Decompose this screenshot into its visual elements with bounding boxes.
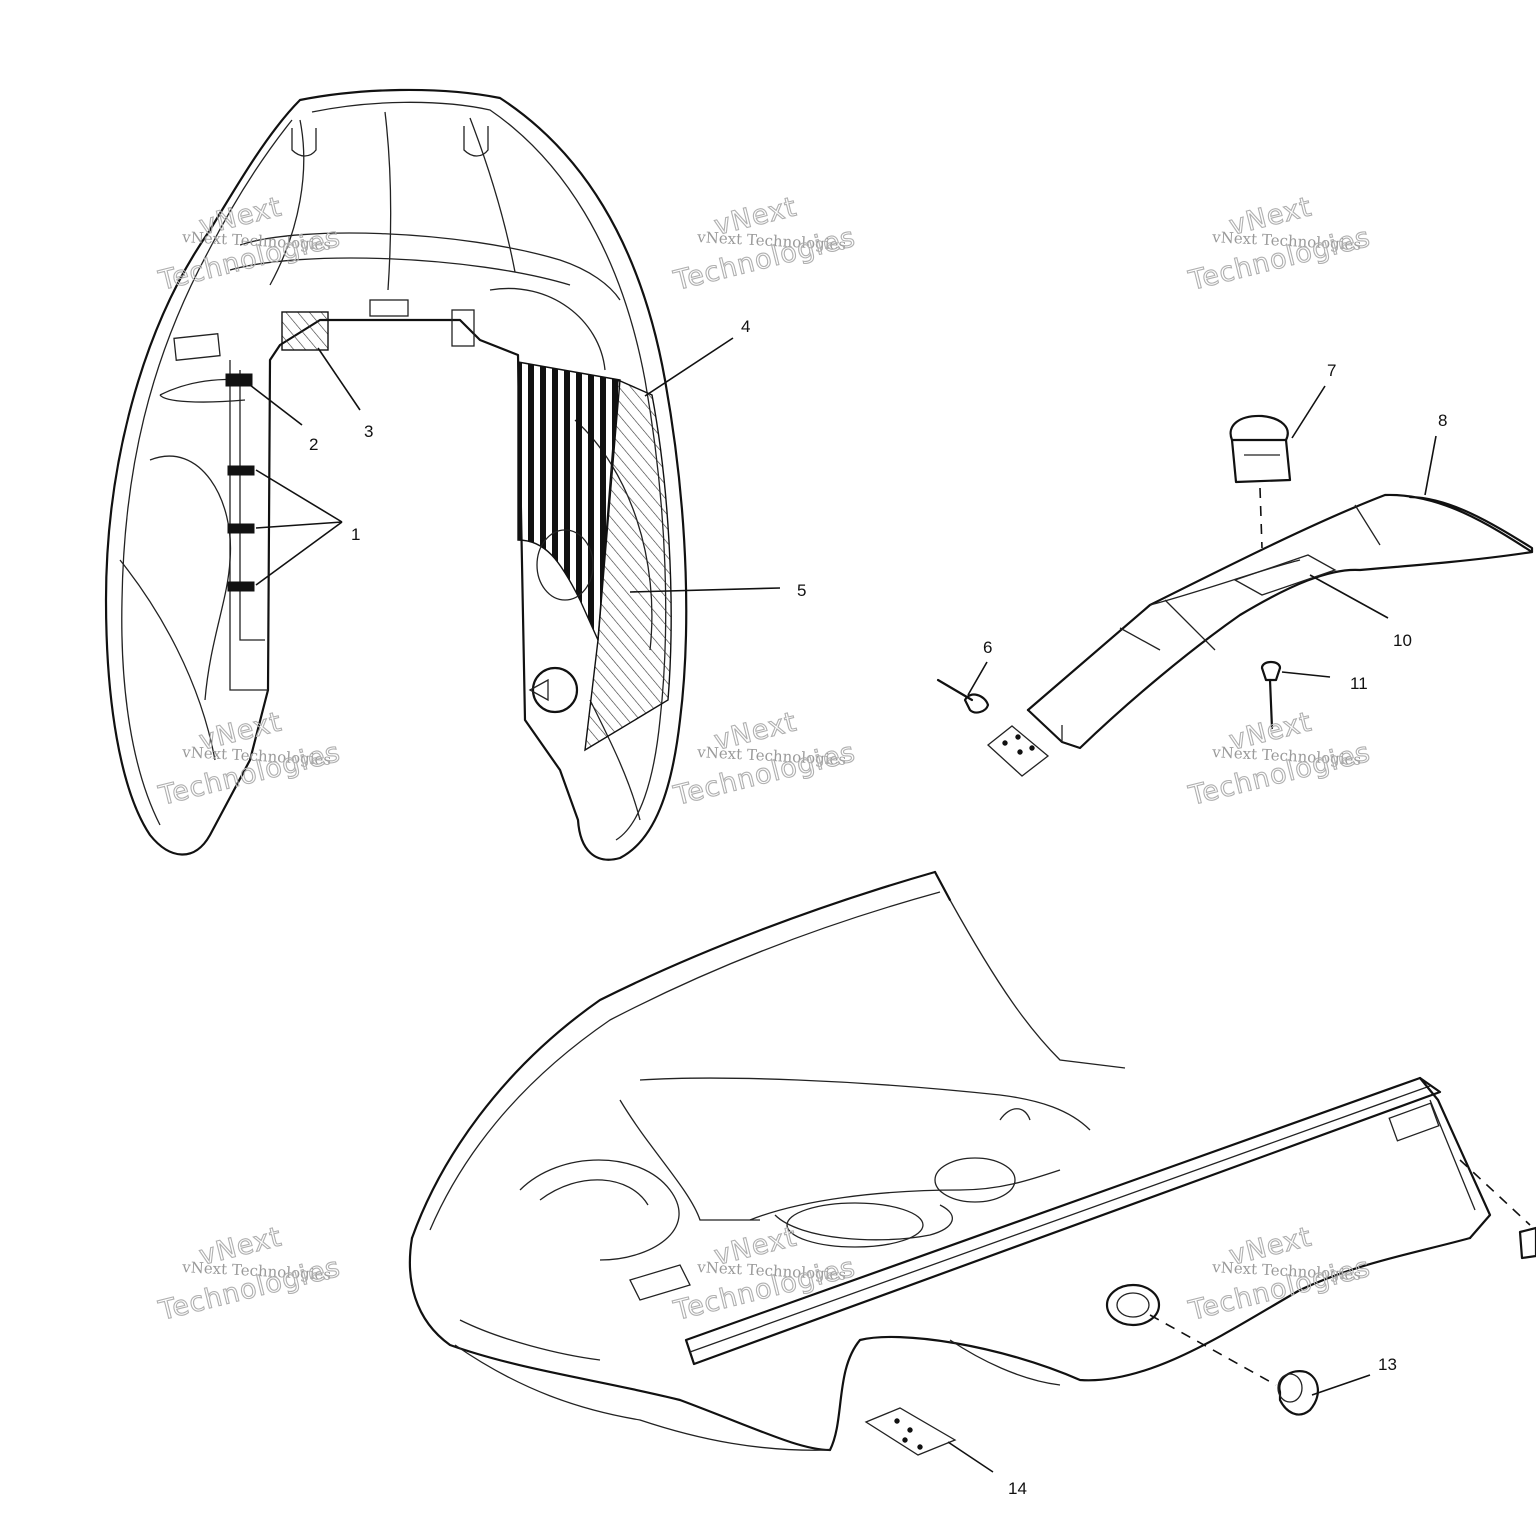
callout-4: 4 bbox=[741, 317, 750, 336]
callout-11: 11 bbox=[1350, 674, 1368, 693]
watermark: vNext vNext Technologies Technologies bbox=[155, 706, 345, 813]
watermarks: vNext vNext Technologies Technologies vN… bbox=[155, 191, 1375, 1328]
callout-10: 10 bbox=[1393, 631, 1412, 650]
callout-1: 1 bbox=[351, 525, 360, 544]
hood-side-view bbox=[408, 870, 1536, 1456]
callout-2: 2 bbox=[309, 435, 318, 454]
callout-8: 8 bbox=[1438, 411, 1447, 430]
watermark: vNext vNext Technologies Technologies bbox=[155, 1221, 345, 1328]
callout-7: 7 bbox=[1327, 361, 1336, 380]
console-panel bbox=[936, 414, 1534, 777]
watermark: vNext vNext Technologies Technologies bbox=[155, 191, 345, 298]
leader-lines bbox=[249, 337, 1437, 1473]
callout-3: 3 bbox=[364, 422, 373, 441]
watermark: vNext vNext Technologies Technologies bbox=[1185, 191, 1375, 298]
hood-top-view bbox=[104, 88, 688, 861]
callout-5: 5 bbox=[797, 581, 806, 600]
watermark: vNext vNext Technologies Technologies bbox=[1185, 706, 1375, 813]
watermark: vNext vNext Technologies Technologies bbox=[670, 706, 860, 813]
watermark: vNext vNext Technologies Technologies bbox=[670, 191, 860, 298]
watermark: vNext vNext Technologies Technologies bbox=[1185, 1221, 1375, 1328]
callout-6: 6 bbox=[983, 638, 992, 657]
callout-13: 13 bbox=[1378, 1355, 1397, 1374]
callout-labels: 1 2 3 4 5 6 7 8 10 11 13 14 bbox=[309, 317, 1447, 1498]
callout-14: 14 bbox=[1008, 1479, 1027, 1498]
